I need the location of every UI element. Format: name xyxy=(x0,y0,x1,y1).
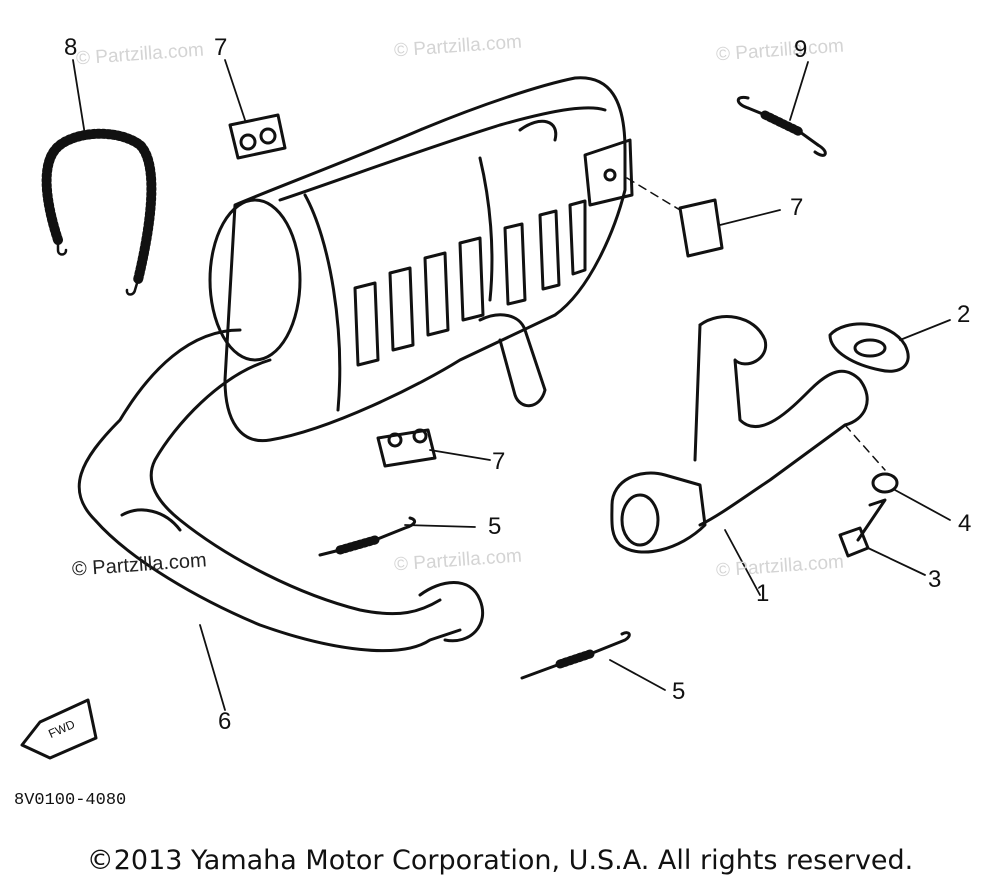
copyright: ©2013 Yamaha Motor Corporation, U.S.A. A… xyxy=(86,845,914,876)
spring-u-shaped xyxy=(41,128,157,296)
callout-6: 6 xyxy=(218,708,232,735)
washer xyxy=(871,472,899,494)
diagram-code: 8V0100-4080 xyxy=(14,791,127,810)
leader-lines xyxy=(72,59,951,711)
spring-top-right xyxy=(736,95,827,157)
rubber-mount-middle xyxy=(376,428,437,468)
bolt xyxy=(838,498,887,558)
callout-4: 4 xyxy=(958,510,972,537)
callout-8: 8 xyxy=(64,34,78,61)
guide-lines xyxy=(626,177,886,471)
exhaust-pipe xyxy=(77,328,484,653)
callout-5: 5 xyxy=(672,678,686,705)
callout-7: 7 xyxy=(492,448,506,475)
rubber-mount-right xyxy=(678,198,724,258)
muffler xyxy=(208,76,634,443)
front-arrow xyxy=(20,698,98,760)
callout-7: 7 xyxy=(790,194,804,221)
callout-9: 9 xyxy=(794,36,808,63)
spring-upper xyxy=(318,516,417,557)
y-pipe xyxy=(610,315,869,554)
gasket xyxy=(828,322,910,373)
callout-7: 7 xyxy=(214,34,228,61)
callout-2: 2 xyxy=(957,301,971,328)
callout-1: 1 xyxy=(756,580,770,607)
spring-lower xyxy=(520,631,631,680)
callout-3: 3 xyxy=(928,566,942,593)
rubber-mount-top xyxy=(228,113,287,160)
callout-5: 5 xyxy=(488,513,502,540)
